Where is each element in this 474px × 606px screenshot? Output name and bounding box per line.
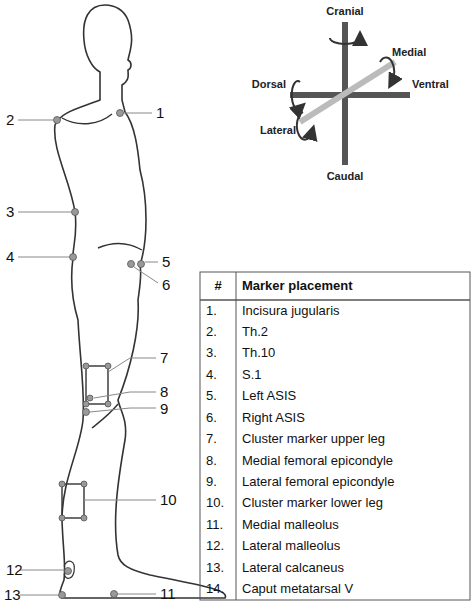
table-cell: 12. xyxy=(206,539,224,553)
callout-number: 6 xyxy=(162,277,170,294)
table-cell: Lateral malleolus xyxy=(242,539,340,553)
cluster-upper-leg xyxy=(86,366,108,404)
axis-figure xyxy=(290,22,410,165)
table-cell: 3. xyxy=(206,346,217,360)
callout-number: 10 xyxy=(160,492,177,509)
table-cell: 1. xyxy=(206,304,217,318)
callout-number: 13 xyxy=(4,587,21,604)
table-cell: Left ASIS xyxy=(242,389,296,403)
arm-line xyxy=(98,244,142,250)
callout-number: 3 xyxy=(6,204,14,221)
callout-number: 11 xyxy=(160,586,176,603)
table-cell: 7. xyxy=(206,432,217,446)
table-cell: 10. xyxy=(206,496,224,510)
callout-number: 5 xyxy=(162,254,170,271)
axis-label: Medial xyxy=(392,46,426,58)
table-cell: Cluster marker upper leg xyxy=(242,432,385,446)
table-cell: Lateral femoral epicondyle xyxy=(242,475,394,489)
shoulder-line xyxy=(62,114,112,124)
table-cell: 8. xyxy=(206,454,217,468)
table-cell: 13. xyxy=(206,561,224,575)
table-cell: 14. xyxy=(206,582,224,596)
cluster-lower-leg xyxy=(62,484,84,518)
callout-number: 9 xyxy=(160,401,168,418)
callout-number: 1 xyxy=(156,105,164,122)
table-cell: 4. xyxy=(206,368,217,382)
table-cell: Th.10 xyxy=(242,346,275,360)
table-cell: Incisura jugularis xyxy=(242,304,340,318)
axis-label: Ventral xyxy=(412,78,449,90)
table-cell: S.1 xyxy=(242,368,262,382)
table-cell: Medial femoral epicondyle xyxy=(242,454,393,468)
table-cell: Lateral calcaneus xyxy=(242,561,344,575)
callout-number: 4 xyxy=(6,249,14,266)
table-frame xyxy=(200,272,470,600)
axis-label: Cranial xyxy=(326,5,363,17)
marker-dots xyxy=(54,110,145,599)
callout-number: 12 xyxy=(6,562,23,579)
knee-line xyxy=(92,404,118,428)
table-cell: 5. xyxy=(206,389,217,403)
callout-number: 2 xyxy=(6,112,14,129)
table-cell: 6. xyxy=(206,411,217,425)
callout-number: 8 xyxy=(160,384,168,401)
table-cell: Medial malleolus xyxy=(242,518,339,532)
table-cell: 9. xyxy=(206,475,217,489)
axis-label: Dorsal xyxy=(252,78,286,90)
table-cell: Right ASIS xyxy=(242,411,305,425)
table-cell: 11. xyxy=(206,518,223,532)
table-cell: Caput metatarsal V xyxy=(242,582,353,596)
callout-number: 7 xyxy=(160,350,168,367)
table-header: # xyxy=(214,279,221,293)
axis-label: Caudal xyxy=(327,170,364,182)
ankle-line xyxy=(64,561,74,578)
table-cell: Th.2 xyxy=(242,325,268,339)
leader-lines xyxy=(18,113,158,595)
table-cell: 2. xyxy=(206,325,217,339)
table-header: Marker placement xyxy=(242,279,353,293)
axis-label: Lateral xyxy=(260,124,296,136)
table-cell: Cluster marker lower leg xyxy=(242,496,383,510)
